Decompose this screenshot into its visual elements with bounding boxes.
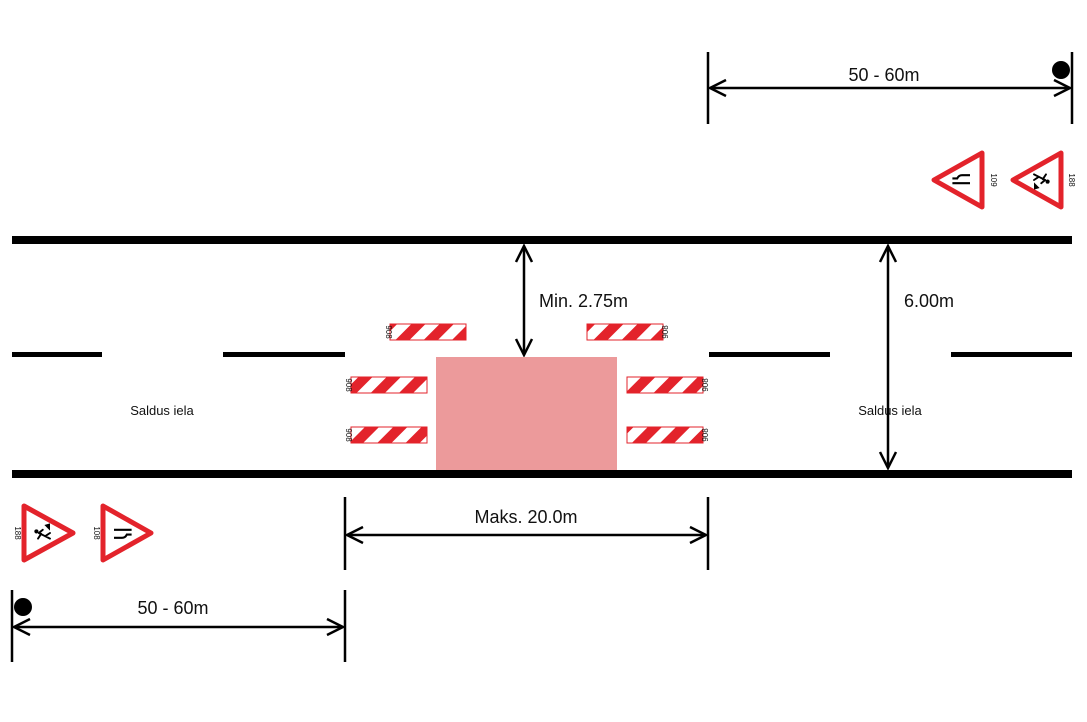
svg-text:108: 108: [92, 526, 101, 540]
road-narrowing-sign-icon: 108: [92, 503, 154, 563]
street-label-right: Saldus iela: [858, 403, 922, 418]
center-line: [12, 352, 1072, 357]
barrier-board-icon: 908: [626, 426, 710, 444]
svg-text:908: 908: [344, 428, 353, 442]
svg-text:188: 188: [13, 526, 22, 540]
road-edge-bottom: [12, 470, 1072, 478]
approach-label-top: 50 - 60m: [848, 65, 919, 85]
svg-text:109: 109: [989, 173, 998, 187]
svg-text:908: 908: [344, 378, 353, 392]
road-edge-top: [12, 236, 1072, 244]
barrier-board-icon: 908: [384, 323, 467, 341]
svg-text:188: 188: [1067, 173, 1076, 187]
svg-text:908: 908: [661, 325, 670, 339]
work-zone: [436, 357, 617, 470]
approach-dimension-bottom: [10, 590, 347, 662]
barrier-board-icon: 908: [344, 426, 428, 444]
barrier-board-icon: 908: [626, 376, 710, 394]
approach-label-bottom: 50 - 60m: [137, 598, 208, 618]
svg-text:908: 908: [701, 428, 710, 442]
min-lane-width-label: Min. 2.75m: [539, 291, 628, 311]
start-point-dot-icon: [14, 598, 32, 616]
start-point-dot-icon: [1052, 61, 1070, 79]
svg-text:908: 908: [701, 378, 710, 392]
approach-dimension-top: [706, 52, 1074, 124]
max-work-length-dimension: [343, 497, 710, 570]
svg-text:908: 908: [384, 325, 393, 339]
road-narrowing-sign-icon: 109: [931, 150, 998, 210]
road-width-label: 6.00m: [904, 291, 954, 311]
barrier-board-icon: 908: [344, 376, 428, 394]
street-label-left: Saldus iela: [130, 403, 194, 418]
road-works-sign-icon: 188: [13, 503, 76, 563]
max-work-length-label: Maks. 20.0m: [474, 507, 577, 527]
road-works-sign-icon: 188: [1010, 150, 1076, 210]
barrier-board-icon: 908: [586, 323, 670, 341]
